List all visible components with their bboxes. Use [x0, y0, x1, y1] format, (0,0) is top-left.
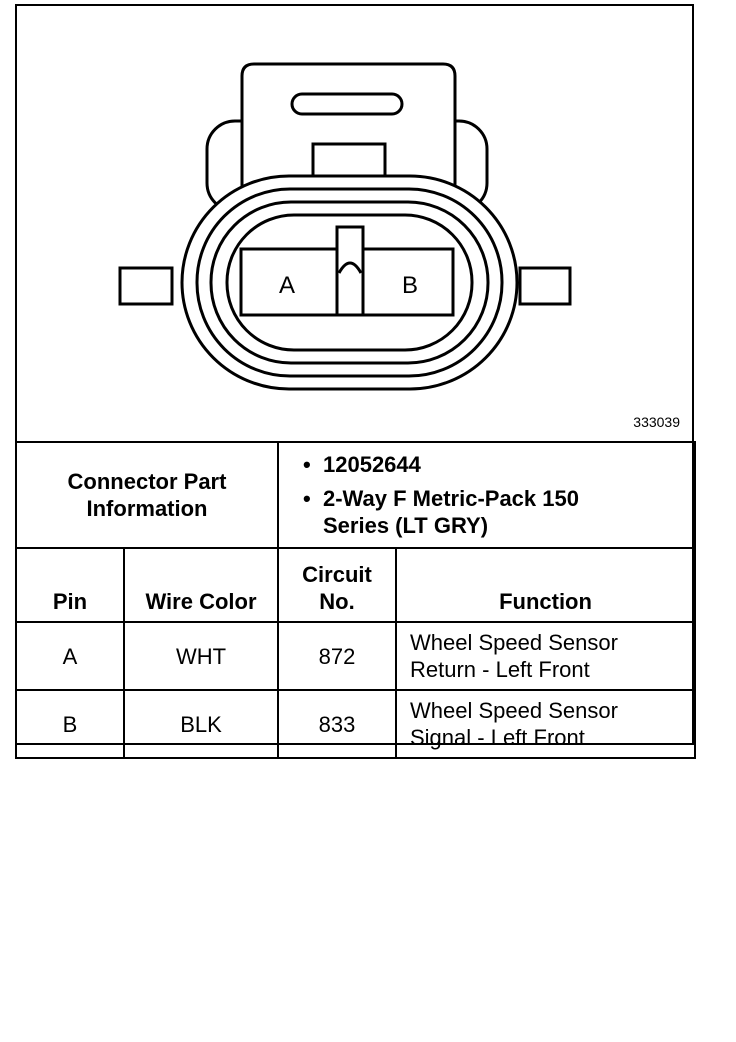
- connector-table: Connector Part Information •12052644 •2-…: [15, 441, 696, 759]
- connector-diagram: A B 333039: [17, 6, 692, 441]
- function-header: Function: [395, 547, 696, 623]
- connector-part-label-cell: Connector Part Information: [15, 441, 279, 549]
- pin-header: Pin: [15, 547, 125, 623]
- table-row: B BLK 833 Wheel Speed Sensor Signal - Le…: [15, 689, 696, 759]
- pin-cell: B: [15, 689, 125, 759]
- part-number: 12052644: [323, 452, 421, 477]
- part-description: 2-Way F Metric-Pack 150 Series (LT GRY): [323, 486, 579, 538]
- right-mounting-tab: [518, 266, 572, 306]
- function-cell: Wheel Speed Sensor Signal - Left Front: [395, 689, 696, 759]
- wire-color-cell: WHT: [123, 621, 279, 691]
- part-number-item: •12052644: [303, 452, 421, 477]
- pin-cell: A: [15, 621, 125, 691]
- connector-part-details: •12052644 •2-Way F Metric-Pack 150 Serie…: [277, 441, 696, 549]
- connector-drawing: A B: [118, 62, 572, 391]
- part-list: •12052644 •2-Way F Metric-Pack 150 Serie…: [279, 443, 694, 539]
- circuit-header-line2: No.: [319, 589, 355, 614]
- part-info-row: Connector Part Information •12052644 •2-…: [15, 441, 696, 549]
- circuit-cell: 872: [277, 621, 397, 691]
- tab-neck: [311, 142, 387, 180]
- wire-color-header: Wire Color: [123, 547, 279, 623]
- connector-part-label: Connector Part Information: [67, 469, 227, 521]
- connector-sheet: A B 333039 Connector Part Information •1…: [15, 4, 696, 759]
- function-cell: Wheel Speed Sensor Return - Left Front: [395, 621, 696, 691]
- function-line2: Signal - Left Front: [410, 725, 585, 750]
- figure-id: 333039: [633, 414, 680, 430]
- pin-a-label: A: [279, 272, 295, 299]
- pin-b-label: B: [402, 272, 418, 299]
- center-key: [335, 225, 365, 317]
- function-line1: Wheel Speed Sensor: [410, 698, 618, 723]
- circuit-cell: 833: [277, 689, 397, 759]
- column-header-row: Pin Wire Color Circuit No. Function: [15, 547, 696, 623]
- table-row: A WHT 872 Wheel Speed Sensor Return - Le…: [15, 621, 696, 691]
- circuit-header: Circuit No.: [277, 547, 397, 623]
- circuit-header-line1: Circuit: [302, 562, 372, 587]
- function-line2: Return - Left Front: [410, 657, 590, 682]
- left-mounting-tab: [118, 266, 174, 306]
- function-line1: Wheel Speed Sensor: [410, 630, 618, 655]
- wire-color-cell: BLK: [123, 689, 279, 759]
- key-notch: [337, 261, 363, 274]
- part-description-item: •2-Way F Metric-Pack 150 Series (LT GRY): [303, 486, 579, 538]
- release-slot: [290, 92, 404, 116]
